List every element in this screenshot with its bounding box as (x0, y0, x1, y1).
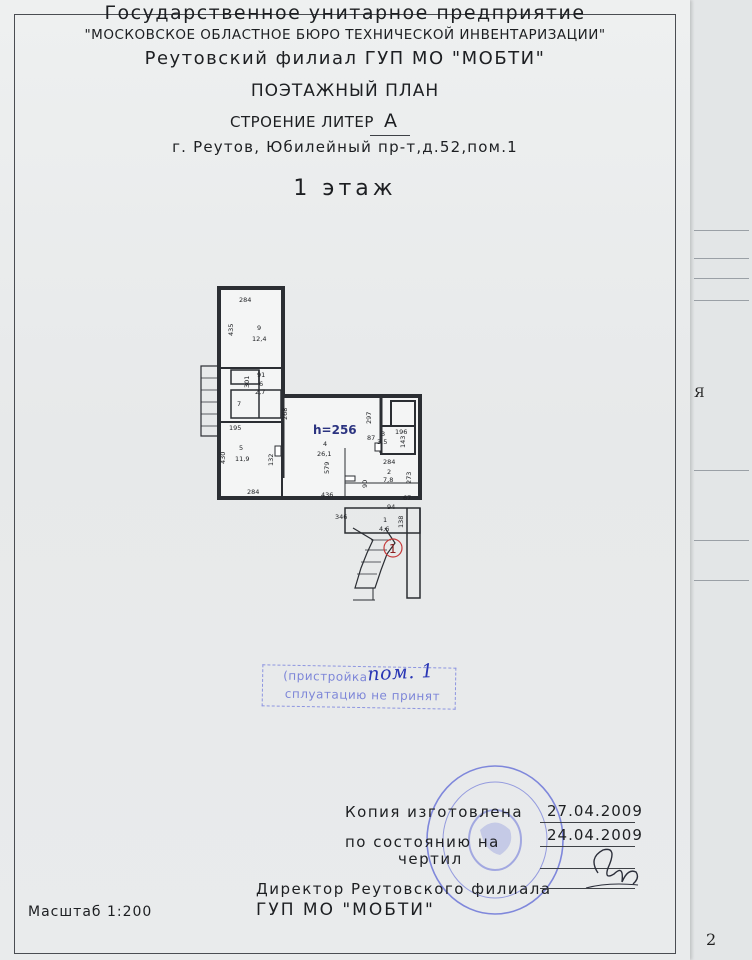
scale-label: Масштаб 1:200 (28, 904, 153, 920)
room-number: 9 (257, 324, 261, 332)
room-number: 7 (237, 400, 241, 408)
copy-label: Копия изготовлена (345, 803, 524, 821)
room-number: 3 (381, 430, 385, 438)
dim-label: 297 (365, 412, 373, 424)
room-area: 26,1 (317, 450, 331, 458)
dim-label: 435 (227, 324, 235, 336)
room-area: 7,8 (383, 476, 393, 484)
org-name: Государственное унитарное предприятие (104, 2, 586, 24)
drew-label: чертил (398, 850, 463, 868)
floor-label: 1 этаж (293, 176, 397, 201)
dim-label: 273 (405, 472, 413, 484)
stamp-line-2: сплуатацию не принят (284, 686, 441, 704)
address: г. Реутов, Юбилейный пр-т,д.52,пом.1 (172, 138, 518, 156)
org-full-name: "МОСКОВСКОЕ ОБЛАСТНОЕ БЮРО ТЕХНИЧЕСКОЙ И… (84, 27, 606, 43)
dim-label: 67 (403, 494, 411, 502)
director-label: Директор Реутовского филиала (256, 880, 552, 898)
sheet-frame (14, 14, 676, 954)
floor-plan-drawing: 284 435 9 12,4 301 91 6 2,7 268 7 195 5 … (200, 286, 422, 601)
dim-label: 195 (229, 424, 241, 432)
floor-plan-sheet: Государственное унитарное предприятие "М… (0, 0, 690, 960)
copy-date: 27.04.2009 (547, 802, 643, 820)
room-area: 4,6 (379, 525, 389, 533)
dim-label: 94 (387, 503, 395, 511)
dim-label: 143 (399, 436, 407, 448)
dim-label: 90 (361, 480, 369, 488)
room-number: 5 (239, 444, 243, 452)
dim-label: 436 (321, 491, 333, 499)
room-area: 2,7 (255, 388, 265, 396)
branch-name: Реутовский филиал ГУП МО "МОБТИ" (144, 48, 546, 69)
dim-label: 87 (367, 434, 375, 442)
director-org: ГУП МО "МОБТИ" (256, 900, 435, 920)
room-number: 1 (383, 516, 387, 524)
dim-label: 196 (395, 428, 407, 436)
edge-letter: Я (694, 386, 705, 401)
underlying-sheet (690, 0, 752, 960)
dim-label: 138 (397, 516, 405, 528)
signature (585, 848, 639, 889)
document-title: ПОЭТАЖНЫЙ ПЛАН (250, 81, 440, 101)
dim-label: 284 (239, 296, 251, 304)
room-number: 2 (387, 468, 391, 476)
stamp-line-1: (пристройка (283, 668, 368, 685)
dim-label: 579 (323, 462, 331, 474)
acceptance-stamp: (пристройка сплуатацию не принят пом. 1 (261, 660, 457, 710)
room-area: 11,9 (235, 455, 249, 463)
room-area: 12,4 (252, 335, 266, 343)
dim-label: 91 (257, 371, 265, 379)
handwritten-note: пом. 1 (366, 659, 435, 686)
building-letter: А (384, 110, 398, 132)
room-area: 3,5 (377, 438, 387, 446)
dim-label: 301 (243, 376, 251, 388)
dim-label: 284 (247, 488, 259, 496)
dim-label: 346 (335, 513, 347, 521)
building-label: СТРОЕНИЕ ЛИТЕР (230, 113, 374, 131)
room-number: 6 (259, 380, 263, 388)
entrance-marker: 1 (389, 542, 397, 556)
state-date: 24.04.2009 (547, 826, 643, 844)
dim-label: 268 (281, 408, 289, 420)
edge-digit: 2 (706, 930, 717, 949)
ceiling-height: h=256 (313, 423, 357, 437)
room-number: 4 (323, 440, 327, 448)
dim-label: 284 (383, 458, 395, 466)
round-seal (426, 765, 564, 915)
dim-label: 132 (267, 454, 275, 466)
dim-label: 430 (219, 452, 227, 464)
state-label: по состоянию на (345, 833, 500, 851)
